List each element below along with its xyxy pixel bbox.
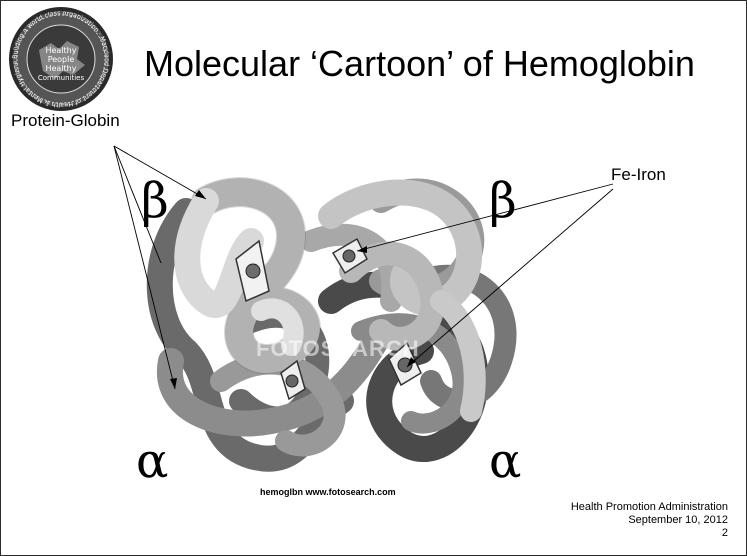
fe-iron-label: Fe-Iron — [611, 165, 666, 185]
page-number: 2 — [571, 527, 728, 540]
alpha-subunit-label: α — [136, 433, 168, 489]
watermark: FOTOSEARCH — [256, 336, 420, 362]
beta-subunit-label: β — [141, 173, 169, 229]
slide-footer: Health Promotion Administration Septembe… — [571, 501, 728, 540]
image-credit: hemoglbn www.fotosearch.com — [260, 487, 396, 497]
footer-organization: Health Promotion Administration — [571, 501, 728, 514]
footer-date: September 10, 2012 — [571, 514, 728, 527]
beta-subunit-label: β — [489, 173, 517, 229]
protein-globin-label: Protein-Globin — [11, 111, 120, 131]
alpha-subunit-label: α — [489, 433, 521, 489]
